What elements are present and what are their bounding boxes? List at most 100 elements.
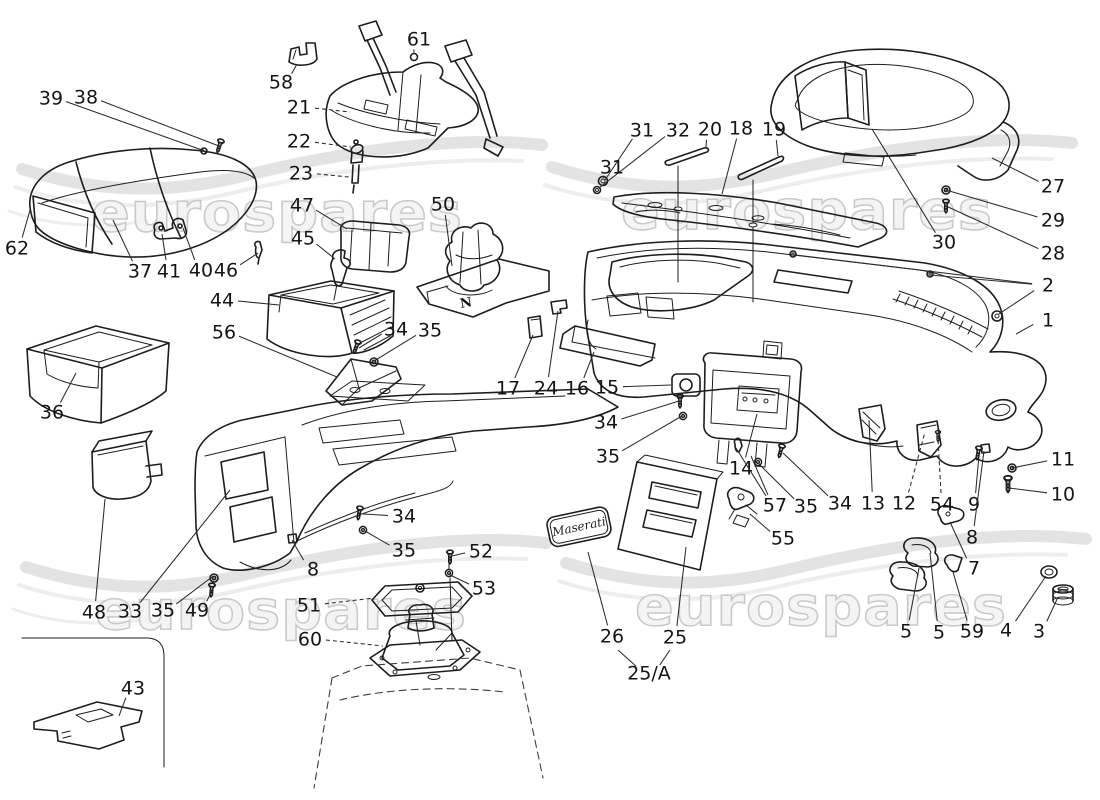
leader-line [1011, 460, 1048, 469]
trim-plate-drawing [33, 701, 143, 750]
leader-line [175, 576, 213, 605]
callout-43: 43 [121, 678, 145, 700]
leader-line [991, 157, 1039, 182]
callout-39: 39 [39, 88, 63, 110]
swoosh-echo [17, 556, 528, 606]
callout-16: 16 [565, 378, 589, 400]
callout-55: 55 [771, 528, 795, 550]
leader-line [206, 588, 214, 602]
leader-line [975, 454, 980, 494]
shift-boot-drawing [369, 603, 481, 677]
leader-line [324, 597, 375, 605]
swoosh-graphic [20, 533, 552, 593]
callout-47: 47 [290, 195, 314, 217]
leader-line [705, 139, 708, 148]
leader-line [775, 139, 779, 157]
leader-line [314, 107, 351, 113]
leader-line [239, 252, 259, 266]
callout-30: 30 [932, 232, 956, 254]
cigar-lighter-drawing [330, 249, 351, 301]
callout-13: 13 [861, 493, 885, 515]
callout-60: 60 [298, 629, 322, 651]
callout-35: 35 [596, 446, 620, 468]
leader-line [373, 334, 417, 362]
swoosh-graphic [560, 529, 1092, 589]
watermark: eurospares [7, 135, 548, 245]
callout-15: 15 [595, 377, 619, 399]
watermark-text: eurospares [621, 179, 993, 242]
callout-50: 50 [431, 194, 455, 216]
small-hardware-drawing [733, 404, 1017, 525]
leader-line [95, 498, 106, 602]
callout-41: 41 [157, 261, 181, 283]
swoosh-graphic [16, 135, 548, 195]
watermark-text: eurospares [635, 575, 1007, 638]
retaining-clip-drawing [288, 42, 318, 66]
leader-line [65, 101, 203, 151]
leader-line [735, 447, 767, 497]
swoosh-tail [7, 209, 149, 227]
leader-line [583, 351, 595, 379]
leader-line [750, 455, 769, 496]
leader-line [364, 530, 390, 546]
leader-line [314, 141, 352, 148]
watermark-text: eurospares [91, 181, 463, 244]
leader-line [757, 462, 795, 500]
leader-line [907, 431, 926, 493]
callout-32: 32 [666, 120, 690, 142]
callout-8: 8 [966, 527, 978, 549]
leader-line [676, 546, 687, 627]
watermark: eurospares [557, 529, 1092, 639]
air-duct-drawings [889, 537, 963, 592]
leader-line [945, 205, 1039, 250]
panel-border-line [21, 637, 165, 768]
leader-line [617, 649, 637, 667]
leader-line [929, 274, 1033, 285]
grommet-drawings [1040, 565, 1074, 606]
leader-line [602, 175, 605, 179]
callout-25: 25 [663, 627, 687, 649]
callout-31: 31 [600, 157, 624, 179]
leader-line [291, 539, 305, 561]
leader-line [449, 574, 470, 585]
console-fasteners-drawing [206, 338, 379, 599]
latch-drawing [726, 486, 758, 528]
leader-line [316, 243, 336, 260]
leader-line [973, 450, 985, 527]
dashboard-drawing [583, 240, 1047, 468]
coin-tray-drawing [339, 220, 411, 273]
leader-line [100, 100, 220, 147]
leader-line [659, 649, 671, 666]
leader-line [871, 128, 936, 233]
swoosh-echo [543, 156, 1054, 206]
callout-35: 35 [392, 540, 416, 562]
callout-53: 53 [472, 578, 496, 600]
callout-58: 58 [269, 72, 293, 94]
watermark: eurospares [543, 133, 1078, 243]
callout-62: 62 [5, 238, 29, 260]
leader-line [937, 437, 942, 494]
callout-34: 34 [594, 412, 618, 434]
leader-line [604, 138, 633, 181]
leader-line [1008, 487, 1048, 494]
callout-54: 54 [930, 494, 954, 516]
callout-29: 29 [1041, 210, 1065, 232]
leader-line [161, 233, 167, 261]
swoosh-graphic [546, 133, 1078, 193]
relay-box-drawing [91, 430, 163, 500]
maserati-badge-drawing: Maserati [546, 506, 612, 548]
leader-line [587, 551, 609, 626]
gear-gaiter-drawing: N [416, 222, 550, 318]
swoosh-echo [557, 552, 1068, 602]
callout-23: 23 [289, 163, 313, 185]
callout-51: 51 [297, 595, 321, 617]
leader-line [237, 300, 280, 306]
callout-52: 52 [469, 541, 493, 563]
callout-49: 49 [185, 600, 209, 622]
leader-line [238, 335, 338, 378]
leader-line [1015, 575, 1047, 622]
leader-line [139, 489, 231, 603]
callout-11: 11 [1051, 449, 1075, 471]
leader-line [1015, 323, 1034, 335]
